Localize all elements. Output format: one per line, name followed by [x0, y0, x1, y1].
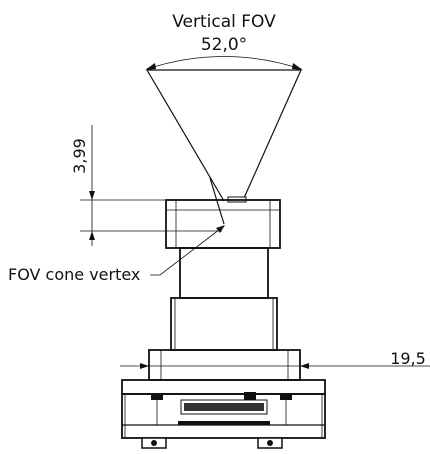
leader-arrow: [216, 225, 225, 233]
mount-post-left: [151, 394, 163, 400]
vertex-offset-dimension: [80, 125, 222, 246]
fov-angle-label: 52,0°: [201, 35, 247, 55]
lens-top-cylinder: [165, 199, 281, 249]
chip-component: [244, 392, 256, 400]
vertex-callout-label: FOV cone vertex: [8, 265, 140, 284]
lens-mount: [170, 297, 278, 351]
fov-angle-arc: [145, 56, 303, 70]
lens-barrel: [179, 247, 269, 299]
fov-title: Vertical FOV: [172, 12, 276, 32]
width-arrow-left: [140, 363, 149, 369]
mount-post-right: [280, 394, 292, 400]
vertex-offset-label: 3,99: [70, 138, 89, 174]
width-dimension: [120, 363, 430, 369]
dim-arrow-bottom: [89, 231, 95, 240]
cone-edge-inner: [209, 177, 225, 225]
circuit-board: [121, 379, 326, 449]
arc-arrow-left: [145, 63, 156, 70]
flex-strip: [178, 421, 270, 425]
vertex-callout-leader: [150, 225, 225, 276]
arc-arrow-right: [292, 63, 303, 70]
width-dimension-label: 19,5: [390, 349, 426, 368]
fov-cone: [146, 69, 302, 203]
width-arrow-right: [300, 363, 309, 369]
connector-pins: [184, 403, 264, 411]
screw-right: [267, 440, 273, 446]
screw-left: [151, 440, 157, 446]
sensor-housing: [148, 349, 301, 381]
dim-arrow-top: [89, 191, 95, 200]
